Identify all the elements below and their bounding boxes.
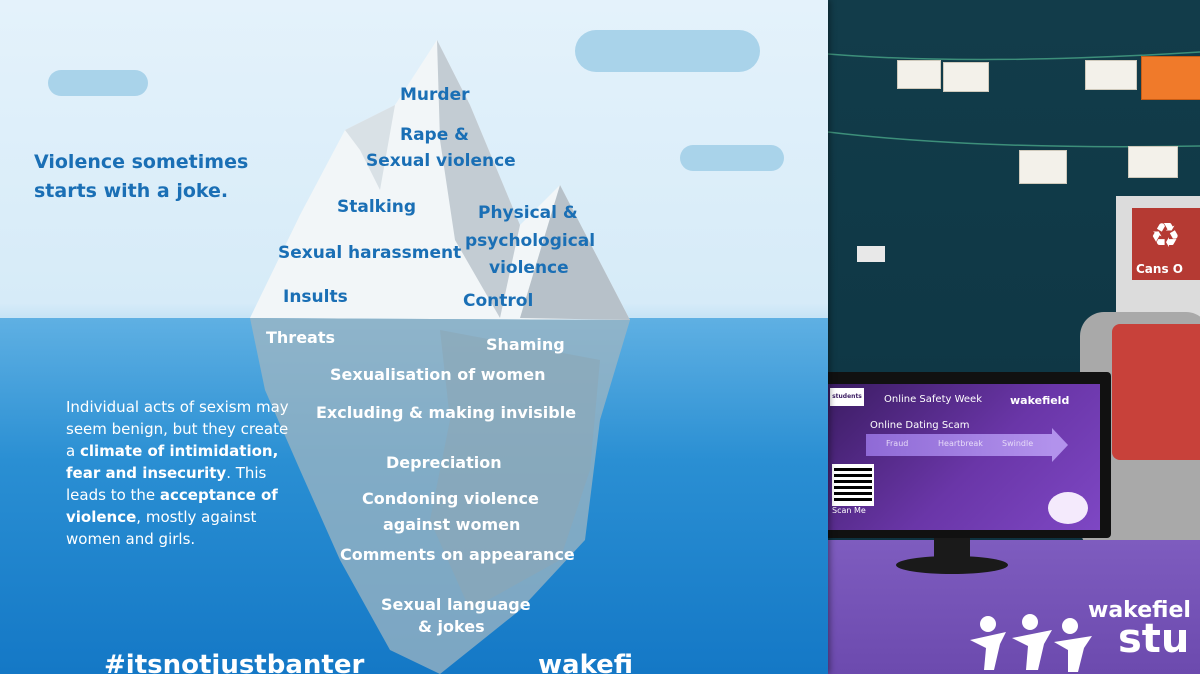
cloud-icon [575,30,760,72]
hanging-note [897,60,941,89]
bin-label-text: Cans O [1136,262,1183,276]
iceberg-label: Control [463,291,534,311]
people-logo-icon [970,614,1092,672]
screen-arrow-word: Swindle [1002,439,1034,448]
banner-headline: Violence sometimes starts with a joke. [34,151,249,202]
table-logo-line1: wakefiel [1088,598,1191,623]
recycle-bin-label: ♻ Cans O [1132,208,1200,280]
hanging-note [943,62,989,92]
paragraph-text: , mostly against women and girls. [66,508,257,548]
iceberg-label: Rape & [400,125,470,145]
chair-back [1112,324,1200,460]
underwater-label: Sexualisation of women [330,365,546,384]
monitor-stand [934,538,970,560]
underwater-label: against women [383,515,521,534]
hanging-note [1128,146,1178,178]
underwater-label: Depreciation [386,453,502,472]
paragraph-text: Individual acts of sexism may seem benig… [66,398,289,460]
table-logo-line2: stu [1118,616,1190,662]
iceberg-label: Stalking [337,197,417,217]
screen-circle-badge [1048,492,1088,524]
paragraph-text: . This leads to the [66,464,267,504]
cloud-icon [680,145,784,171]
wall-socket [857,246,885,262]
underwater-label: Condoning violence [362,489,539,508]
paragraph-bold: climate of intimidation, fear and insecu… [66,442,279,482]
iceberg-label: Insults [283,287,348,307]
iceberg-label: Sexual violence [366,151,516,171]
screen-title: Online Safety Week [884,394,982,405]
iceberg-label: Murder [400,85,470,105]
screen-subtitle: Online Dating Scam [870,420,970,431]
iceberg-label: violence [489,258,569,278]
paragraph-bold: acceptance of violence [66,486,278,526]
underwater-label: Excluding & making invisible [316,403,577,422]
iceberg-label: Physical & [478,203,578,223]
screen-arrow-word: Fraud [886,439,909,448]
screen-arrow [866,434,1054,456]
cloud-icon [48,70,148,96]
underwater-label: Sexual language [381,595,531,614]
underwater-label: Comments on appearance [340,545,575,564]
banner-logo: wakefi [538,650,634,674]
hanging-note [1019,150,1067,184]
recycle-icon: ♻ [1150,216,1181,256]
iceberg-icon [250,40,630,674]
screen-arrowhead-icon [1052,428,1068,462]
screen-scan-label: Scan Me [832,506,866,515]
iceberg-label: Sexual harassment [278,243,462,263]
iceberg-label: psychological [465,231,596,251]
underwater-label: & jokes [418,617,485,636]
qr-code-icon [832,464,874,506]
banner-hashtag: #itsnotjustbanter [104,650,365,674]
screen-corner-logo: students [830,388,864,406]
underwater-label: Threats [266,328,336,347]
monitor-screen: students Online Safety Week wakefield On… [826,384,1100,530]
monitor-base [896,556,1008,574]
banner-paragraph: Individual acts of sexism may seem benig… [66,396,296,550]
screen-brand: wakefield [1010,394,1070,407]
screen-arrow-word: Heartbreak [938,439,983,448]
hanging-note [1141,56,1200,100]
iceberg-banner: Violence sometimes starts with a joke. M… [0,0,828,674]
hanging-note [1085,60,1137,90]
underwater-label: Shaming [486,335,565,354]
